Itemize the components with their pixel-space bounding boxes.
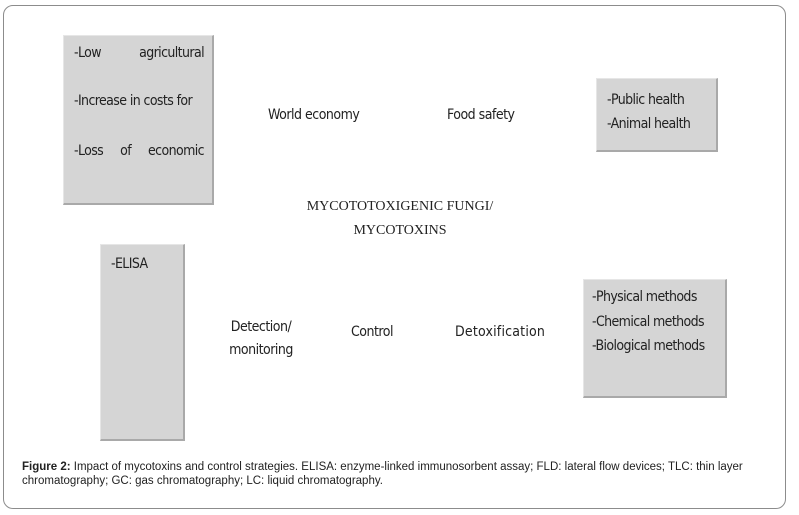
health-impact-line-1: -Public health [607, 92, 685, 108]
economic-impact-box: -Low agricultural -Increase in costs for… [63, 35, 214, 205]
label-food-safety: Food safety [447, 107, 515, 123]
label-detoxification: Detoxification [455, 324, 546, 340]
health-impact-box: -Public health -Animal health [596, 78, 718, 152]
caption-text: Impact of mycotoxins and control strateg… [22, 461, 743, 487]
detection-methods-box: -ELISA [100, 244, 185, 441]
economic-impact-line-3: -Loss of economic [74, 143, 205, 159]
economic-impact-line-2: -Increase in costs for [74, 93, 193, 109]
label-world-economy: World economy [268, 107, 360, 123]
detection-methods-line-1: -ELISA [111, 256, 148, 272]
health-impact-line-2: -Animal health [607, 116, 691, 132]
detoxification-methods-box: -Physical methods -Chemical methods -Bio… [583, 279, 727, 398]
detox-methods-line-1: -Physical methods [592, 289, 697, 305]
economic-impact-line-1: -Low agricultural [74, 45, 205, 61]
central-title-line-2: MYCOTOXINS [353, 223, 447, 238]
label-control: Control [351, 324, 394, 340]
central-title: MYCOTOTOXIGENIC FUNGI/ MYCOTOXINS [280, 195, 520, 243]
label-detection-line-2: monitoring [229, 342, 293, 358]
label-detection-line-1: Detection/ [230, 319, 292, 335]
figure-caption: Figure 2: Impact of mycotoxins and contr… [22, 460, 777, 488]
detox-methods-line-3: -Biological methods [592, 338, 705, 354]
detox-methods-line-2: -Chemical methods [592, 314, 705, 330]
central-title-line-1: MYCOTOTOXIGENIC FUNGI/ [306, 199, 494, 214]
caption-label: Figure 2: [22, 461, 71, 473]
